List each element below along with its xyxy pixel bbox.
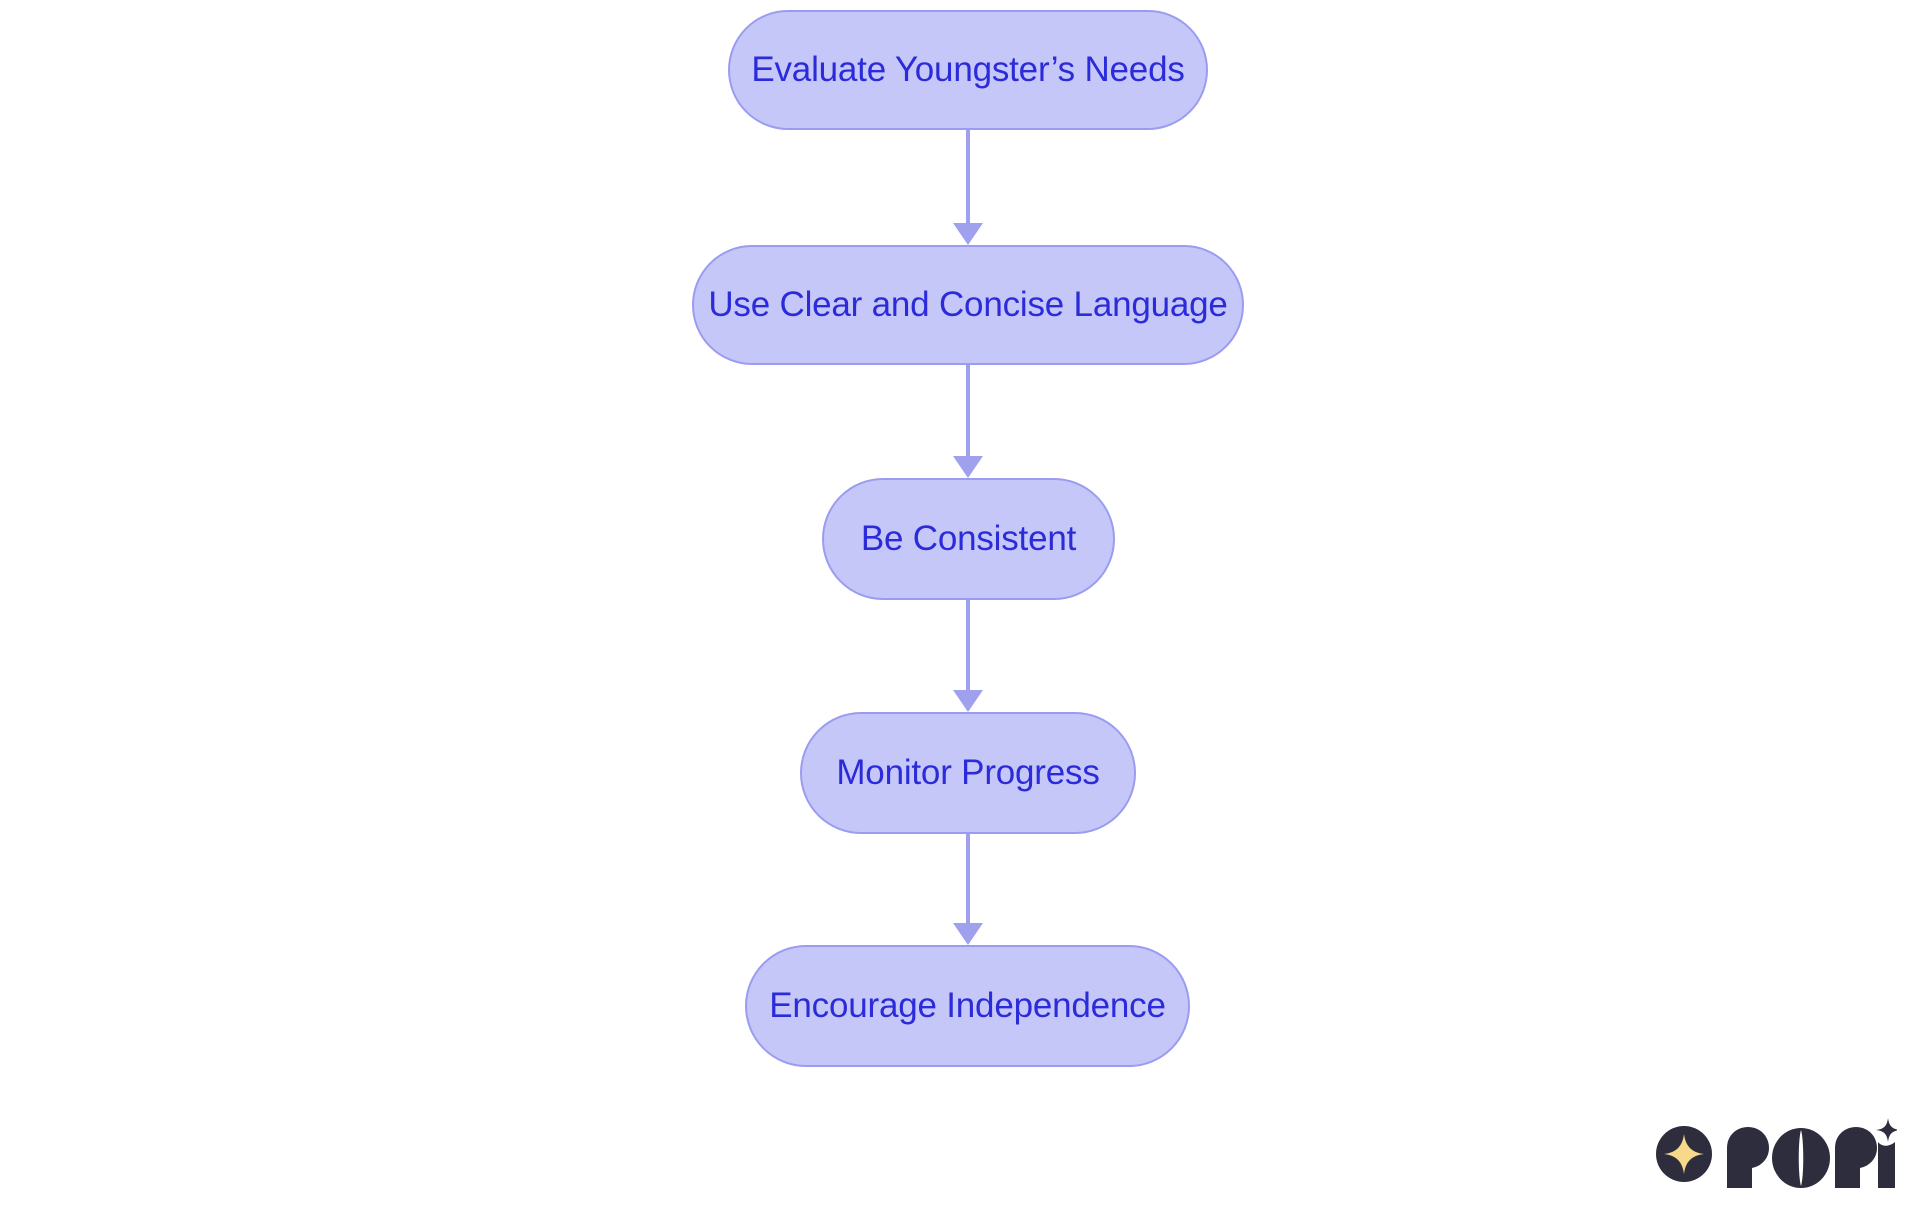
flow-node-be-consistent[interactable]: Be Consistent	[822, 478, 1115, 600]
flow-node-label: Be Consistent	[860, 518, 1077, 558]
flow-node-use-clear-and-concise-language[interactable]: Use Clear and Concise Language	[692, 245, 1244, 365]
arrow-line	[966, 365, 970, 458]
flow-node-label: Use Clear and Concise Language	[708, 284, 1228, 324]
arrow-line	[966, 130, 970, 225]
arrow-head-icon	[953, 923, 983, 945]
flow-node-evaluate-youngsters-needs[interactable]: Evaluate Youngster’s Needs	[728, 10, 1208, 130]
flow-node-monitor-progress[interactable]: Monitor Progress	[800, 712, 1136, 834]
arrow-head-icon	[953, 223, 983, 245]
arrow-line	[966, 834, 970, 925]
flow-node-label: Monitor Progress	[836, 752, 1100, 792]
arrow-head-icon	[953, 456, 983, 478]
arrow-head-icon	[953, 690, 983, 712]
flow-node-label: Encourage Independence	[769, 985, 1166, 1025]
arrow-line	[966, 600, 970, 692]
rori-logo	[1655, 1118, 1897, 1190]
flow-node-encourage-independence[interactable]: Encourage Independence	[745, 945, 1190, 1067]
flow-node-label: Evaluate Youngster’s Needs	[751, 49, 1185, 89]
rori-star-badge-icon	[1656, 1126, 1712, 1182]
rori-wordmark-icon	[1727, 1118, 1897, 1188]
